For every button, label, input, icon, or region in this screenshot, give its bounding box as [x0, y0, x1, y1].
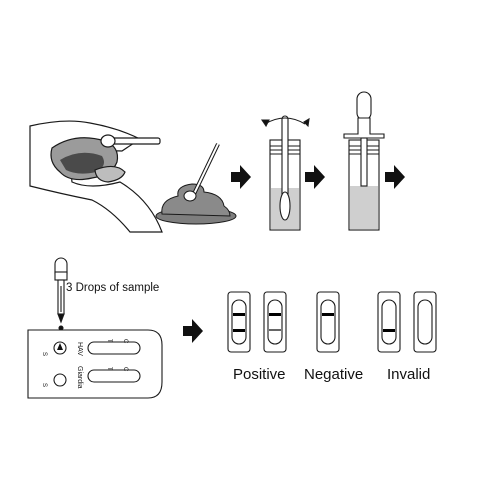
- result-cassette-invalid-1: [377, 291, 401, 353]
- arrow-icon: [385, 165, 405, 189]
- drops-instruction-label: 3 Drops of sample: [66, 282, 160, 294]
- test-cassette: [27, 329, 163, 399]
- result-cassette-negative: [316, 291, 340, 353]
- result-label-negative: Negative: [304, 366, 364, 383]
- cassette-row1-t: T: [106, 339, 112, 343]
- cassette-row1-name: HAV: [76, 342, 83, 356]
- stool-sample-illustration: [155, 143, 237, 225]
- cassette-row2-side: S: [41, 383, 47, 387]
- cassette-row2-t: T: [106, 367, 112, 371]
- result-cassette-invalid-2: [413, 291, 437, 353]
- hand-with-swab-illustration: [29, 120, 163, 233]
- result-cassette-positive-1: [227, 291, 251, 353]
- arrow-icon: [183, 319, 203, 343]
- cassette-row2-name: Giardia: [76, 366, 83, 389]
- arrow-icon: [231, 165, 251, 189]
- result-label-positive: Positive: [233, 366, 286, 383]
- cassette-row2-c: C: [122, 367, 128, 372]
- cassette-row1-side: S: [41, 352, 47, 356]
- tube-mixing-illustration: [260, 115, 310, 231]
- arrow-icon: [305, 165, 325, 189]
- dropper-icon: [54, 257, 68, 331]
- tube-with-dropper-illustration: [343, 91, 385, 231]
- result-label-invalid: Invalid: [387, 366, 431, 383]
- cassette-row1-c: C: [122, 339, 128, 344]
- result-cassette-positive-2: [263, 291, 287, 353]
